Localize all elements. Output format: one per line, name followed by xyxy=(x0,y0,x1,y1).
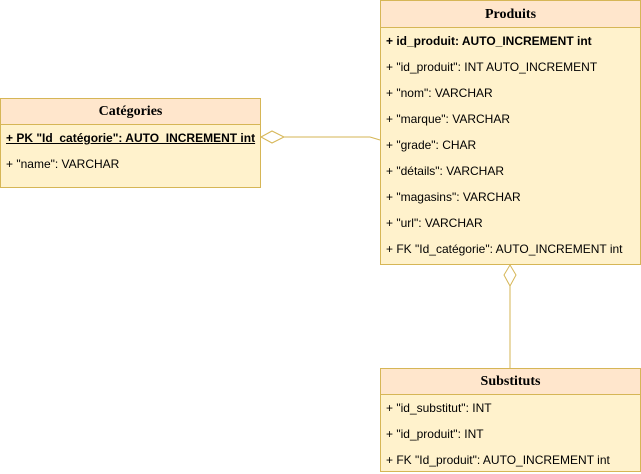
class-title: Substituts xyxy=(381,369,640,395)
attribute-row[interactable]: + "url": VARCHAR xyxy=(386,216,483,230)
edge-produits-substituts xyxy=(503,264,517,368)
class-produits[interactable]: Produits + id_produit: AUTO_INCREMENT in… xyxy=(380,0,641,265)
attribute-row[interactable]: + "détails": VARCHAR xyxy=(386,164,505,178)
class-categories[interactable]: Catégories + PK "Id_catégorie": AUTO_INC… xyxy=(0,98,261,188)
attribute-row[interactable]: + id_produit: AUTO_INCREMENT int xyxy=(386,34,592,48)
attribute-row[interactable]: + "name": VARCHAR xyxy=(6,157,120,171)
class-title: Produits xyxy=(381,1,640,28)
aggregation-diamond xyxy=(503,264,517,288)
attribute-row[interactable]: + FK "Id_catégorie": AUTO_INCREMENT int xyxy=(386,242,623,256)
attribute-row[interactable]: + "magasins": VARCHAR xyxy=(386,190,521,204)
attribute-row[interactable]: + "id_produit": INT xyxy=(386,427,484,441)
class-substituts[interactable]: Substituts + "id_substitut": INT + "id_p… xyxy=(380,368,641,472)
attribute-row[interactable]: + "id_substitut": INT xyxy=(386,401,492,415)
attribute-row[interactable]: + PK "Id_catégorie": AUTO_INCREMENT int xyxy=(6,131,256,145)
aggregation-diamond xyxy=(259,130,286,144)
attribute-row[interactable]: + "id_produit": INT AUTO_INCREMENT xyxy=(386,60,598,74)
attribute-row[interactable]: + "grade": CHAR xyxy=(386,138,477,152)
attribute-row[interactable]: + "nom": VARCHAR xyxy=(386,86,493,100)
attribute-row[interactable]: + FK "Id_produit": AUTO_INCREMENT int xyxy=(386,453,610,467)
edge-categories-produits xyxy=(259,130,381,144)
class-title: Catégories xyxy=(1,99,260,125)
attribute-row[interactable]: + "marque": VARCHAR xyxy=(386,112,511,126)
